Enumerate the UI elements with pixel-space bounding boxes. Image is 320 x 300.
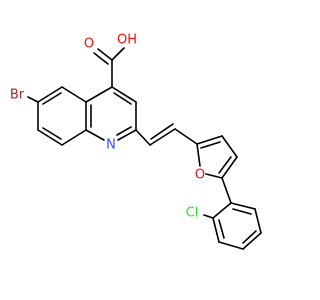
bond-ph-c2-c3-inner xyxy=(218,219,225,239)
bond-c4-c4a xyxy=(85,86,113,103)
bond-ph-c5-c6 xyxy=(254,208,262,234)
bond-furan-c4-c5 xyxy=(221,156,238,179)
atom-labels: O OH Br N O Cl xyxy=(10,33,205,221)
bond-furan-c5-o xyxy=(205,173,223,179)
bond-c8-c8a xyxy=(61,129,87,146)
bond-ph-c6-c1-inner xyxy=(232,208,252,215)
bond-c7-c8-inner xyxy=(42,127,62,140)
bond-c2-cvinyl1 xyxy=(135,129,151,146)
atom-label-chlorine: Cl xyxy=(186,206,199,221)
bond-c5-c6-inner xyxy=(42,92,62,105)
bond-c5-c6 xyxy=(37,86,63,103)
bond-ph-c6-c1 xyxy=(230,202,256,210)
bond-ph-c4-c5 xyxy=(242,232,262,250)
bond-vinyl-double xyxy=(149,128,176,146)
bond-vinyl-double-inner xyxy=(150,123,174,140)
bond-furan-c2-c3 xyxy=(196,135,223,145)
bond-c4-c3-inner xyxy=(113,92,132,105)
bond-c4-c3 xyxy=(111,86,137,103)
bond-c-oh xyxy=(111,47,125,61)
bond-ph-c3-c4 xyxy=(218,241,244,250)
structure-diagram: O OH Br N O Cl xyxy=(0,0,300,300)
bond-ph-c2-c3 xyxy=(212,217,220,243)
bond-furan-c2-c3-inner xyxy=(200,141,221,149)
bond-c4a-c5 xyxy=(61,86,87,103)
atom-label-hydroxyl: OH xyxy=(117,33,137,48)
bond-n1-c8a xyxy=(85,129,105,141)
bond-furan-c3-c4 xyxy=(221,135,238,158)
bond-ph-c4-c5-inner xyxy=(242,230,257,244)
bond-ph-c2-cl xyxy=(203,214,214,219)
bond-c-o-double-b xyxy=(93,52,109,65)
bond-furan-o-c2 xyxy=(196,143,201,167)
atom-label-carbonyl-oxygen: O xyxy=(84,37,94,52)
bond-c7-c8 xyxy=(37,129,63,146)
bond-c2-n1-inner xyxy=(116,126,132,136)
bond-furan-phenyl xyxy=(221,177,232,204)
atom-label-nitrogen: N xyxy=(106,138,116,153)
bond-c-o-double-a xyxy=(97,48,113,61)
bonds xyxy=(27,47,262,250)
bond-cvinyl2-furan xyxy=(174,128,198,145)
bond-c2-n1 xyxy=(117,129,137,141)
atom-label-furan-oxygen: O xyxy=(195,168,205,183)
bond-c6-br xyxy=(27,96,39,103)
background xyxy=(0,0,300,300)
atom-label-bromine: Br xyxy=(10,88,25,103)
bond-furan-c4-c5-inner xyxy=(218,156,232,174)
bond-ph-c1-c2 xyxy=(212,202,232,219)
